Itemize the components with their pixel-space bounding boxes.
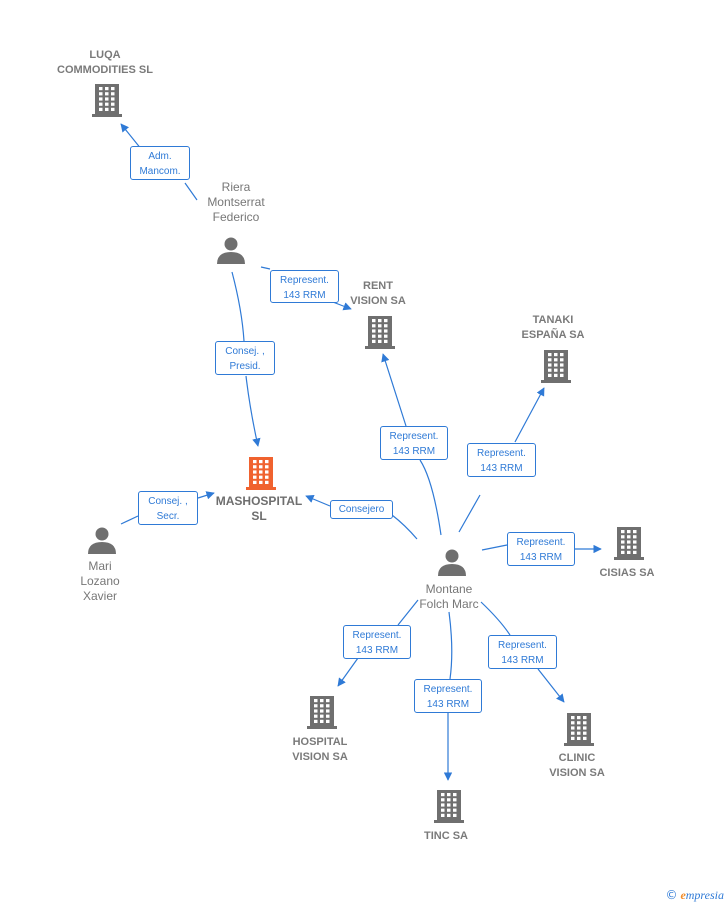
edge-label-line: Consej. , [148, 496, 188, 507]
main-company-icon-mashospital[interactable] [246, 457, 276, 490]
edge-label-line: Represent. [498, 640, 547, 651]
node-label-tanaki[interactable]: TANAKI ESPAÑA SA [503, 313, 603, 343]
edge-label-line: 143 RRM [355, 645, 399, 656]
node-label-line: Montserrat [207, 195, 265, 209]
node-label-line: ESPAÑA SA [521, 329, 585, 341]
node-label-line: CISIAS SA [599, 567, 655, 579]
node-label-line: Montane [425, 582, 473, 596]
node-label-luqa[interactable]: LUQA COMMODITIES SL [35, 48, 175, 78]
edge-label-line: Presid. [229, 361, 261, 372]
edge-label-line: 143 RRM [501, 655, 544, 666]
edge-label-montane-cisias[interactable]: Represent. 143 RRM [507, 532, 575, 566]
edge-label-line: 143 RRM [426, 699, 470, 710]
edge-label-line: Secr. [156, 511, 180, 522]
edge-label-montane-tinc[interactable]: Represent. 143 RRM [414, 679, 482, 713]
edge-label-riera-luqa[interactable]: Adm. Mancom. [130, 146, 190, 180]
node-label-line: RENT [363, 280, 393, 292]
edge-montane-hospital [338, 599, 419, 686]
node-label-line: VISION SA [350, 295, 406, 307]
node-label-line: Folch Marc [419, 597, 479, 611]
node-label-line: TANAKI [532, 314, 574, 326]
node-label-line: Xavier [82, 589, 117, 603]
edge-montane-rent [383, 354, 442, 536]
edge-label-montane-hospital[interactable]: Represent. 143 RRM [343, 625, 411, 659]
building-icon-tinc[interactable] [434, 790, 464, 823]
node-label-line: CLINIC [558, 752, 596, 764]
edge-label-line: Adm. [148, 151, 172, 162]
edge-label-montane-rent[interactable]: Represent. 143 RRM [380, 426, 448, 460]
building-icon-hospital[interactable] [307, 696, 337, 729]
node-label-line: MASHOSPITAL [215, 494, 303, 508]
edge-label-line: 143 RRM [519, 552, 563, 563]
edge-label-line: 143 RRM [283, 290, 326, 301]
node-label-line: VISION SA [549, 767, 605, 779]
node-label-line: Riera [221, 180, 251, 194]
edge-montane-mashospital [306, 496, 418, 540]
edge-label-line: Mancom. [139, 166, 181, 177]
node-label-line: LUQA [89, 49, 121, 61]
node-label-clinic[interactable]: CLINIC VISION SA [532, 751, 622, 781]
node-label-line: VISION SA [292, 751, 348, 763]
edge-montane-clinic [480, 601, 564, 702]
edge-label-mari-mashospital[interactable]: Consej. , Secr. [138, 491, 198, 525]
edge-mari-mashospital [120, 493, 214, 525]
building-icon-clinic[interactable] [564, 713, 594, 746]
empresia-logo[interactable]: © empresia [665, 888, 724, 902]
edge-label-line: Represent. [389, 431, 439, 442]
person-icon-riera[interactable] [217, 237, 245, 265]
edge-riera-mashospital [231, 271, 258, 446]
edge-label-line: 143 RRM [480, 463, 523, 474]
edge-label-montane-mashospital[interactable]: Consejero [330, 500, 393, 519]
edge-montane-tinc [448, 611, 452, 780]
node-label-hospital[interactable]: HOSPITAL VISION SA [275, 735, 365, 765]
edge-label-line: Consej. , [225, 346, 265, 357]
edge-label-line: Represent. [280, 275, 329, 286]
building-icon-rent[interactable] [365, 316, 395, 349]
node-label-cisias[interactable]: CISIAS SA [587, 566, 667, 581]
node-label-line: Lozano [80, 574, 120, 588]
person-icon-montane[interactable] [438, 549, 466, 577]
edge-label-riera-rent[interactable]: Represent. 143 RRM [270, 270, 339, 303]
edge-montane-cisias [481, 545, 601, 550]
node-label-line: Mari [88, 559, 112, 573]
edge-label-montane-tanaki[interactable]: Represent. 143 RRM [467, 443, 536, 477]
edge-label-line: Represent. [477, 448, 526, 459]
edge-label-line: Consejero [338, 504, 385, 515]
building-icon-tanaki[interactable] [541, 350, 571, 383]
node-label-line: Federico [212, 210, 260, 224]
person-icon-mari[interactable] [88, 527, 116, 555]
node-label-line: TINC SA [424, 830, 468, 842]
edge-label-line: Represent. [516, 537, 566, 548]
edge-label-line: 143 RRM [392, 446, 436, 457]
edge-label-line: Represent. [423, 684, 473, 695]
building-icon-luqa[interactable] [92, 84, 122, 117]
building-icon-cisias[interactable] [614, 527, 644, 560]
node-label-line: SL [251, 509, 267, 523]
node-label-line: COMMODITIES SL [57, 64, 153, 76]
edge-label-line: Represent. [352, 630, 402, 641]
node-label-rent[interactable]: RENT VISION SA [333, 279, 423, 309]
node-label-line: HOSPITAL [292, 736, 348, 748]
edge-label-riera-mashospital[interactable]: Consej. , Presid. [215, 341, 275, 375]
node-label-tinc[interactable]: TINC SA [406, 829, 486, 844]
edge-label-montane-clinic[interactable]: Represent. 143 RRM [488, 635, 557, 669]
edge-montane-tanaki [458, 388, 544, 533]
